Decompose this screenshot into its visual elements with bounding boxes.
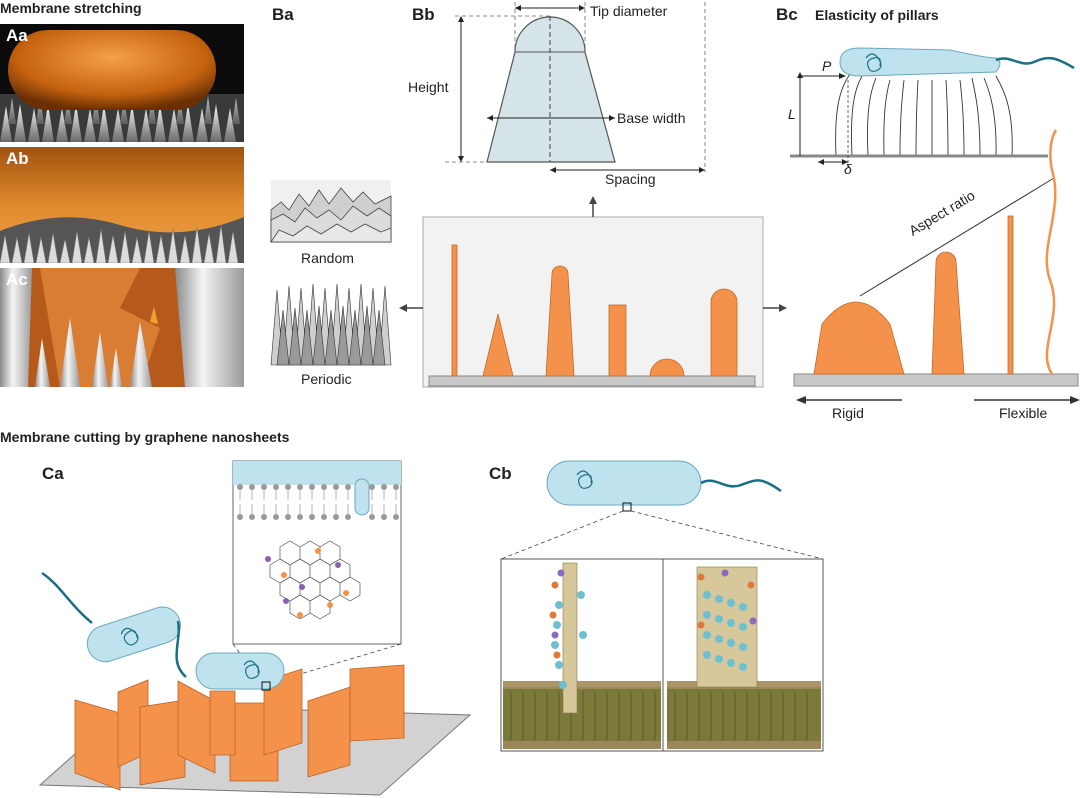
photo-aa-art <box>0 30 244 142</box>
deflection-delta-label: δ <box>844 161 852 177</box>
photo-ac-art <box>0 268 244 387</box>
random-surface-drawing <box>270 180 392 243</box>
photo-ab-art <box>0 147 244 263</box>
aspect-ratio-diagram <box>793 129 1080 404</box>
periodic-surface-drawing <box>270 280 392 366</box>
membrane-stretching-heading: Membrane stretching <box>0 0 142 16</box>
photo-aa: Aa <box>0 24 244 142</box>
panel-label-bb: Bb <box>412 5 435 24</box>
panel-label-ba: Ba <box>272 5 294 24</box>
membrane-cutting-heading: Membrane cutting by graphene nanosheets <box>0 429 290 445</box>
rigid-label: Rigid <box>832 405 864 421</box>
pillar-dimension-diagram <box>445 2 706 173</box>
force-p-label: P <box>822 58 832 74</box>
base-width-label: Base width <box>617 110 686 126</box>
panel-label-ac: Ac <box>6 270 28 289</box>
panel-label-ab: Ab <box>6 149 29 168</box>
flexible-label: Flexible <box>999 405 1048 421</box>
panel-label-ca: Ca <box>42 464 64 483</box>
random-label: Random <box>301 250 354 266</box>
spacing-label: Spacing <box>605 171 656 187</box>
photo-ac: Ac <box>0 268 244 387</box>
elastic-pillars-diagram <box>790 47 1075 168</box>
graphene-nanosheet-diagram <box>38 460 472 796</box>
tip-diameter-label: Tip diameter <box>590 3 668 19</box>
pillar-shapes-panel <box>399 196 787 388</box>
panel-label-bc: Bc <box>776 5 798 24</box>
md-simulation-diagram <box>500 460 824 752</box>
elasticity-heading: Elasticity of pillars <box>815 7 939 23</box>
panel-label-aa: Aa <box>6 26 28 45</box>
height-label: Height <box>408 79 449 95</box>
periodic-label: Periodic <box>301 371 352 387</box>
length-l-label: L <box>788 106 796 122</box>
panel-label-cb: Cb <box>489 464 512 483</box>
photo-ab: Ab <box>0 147 244 263</box>
